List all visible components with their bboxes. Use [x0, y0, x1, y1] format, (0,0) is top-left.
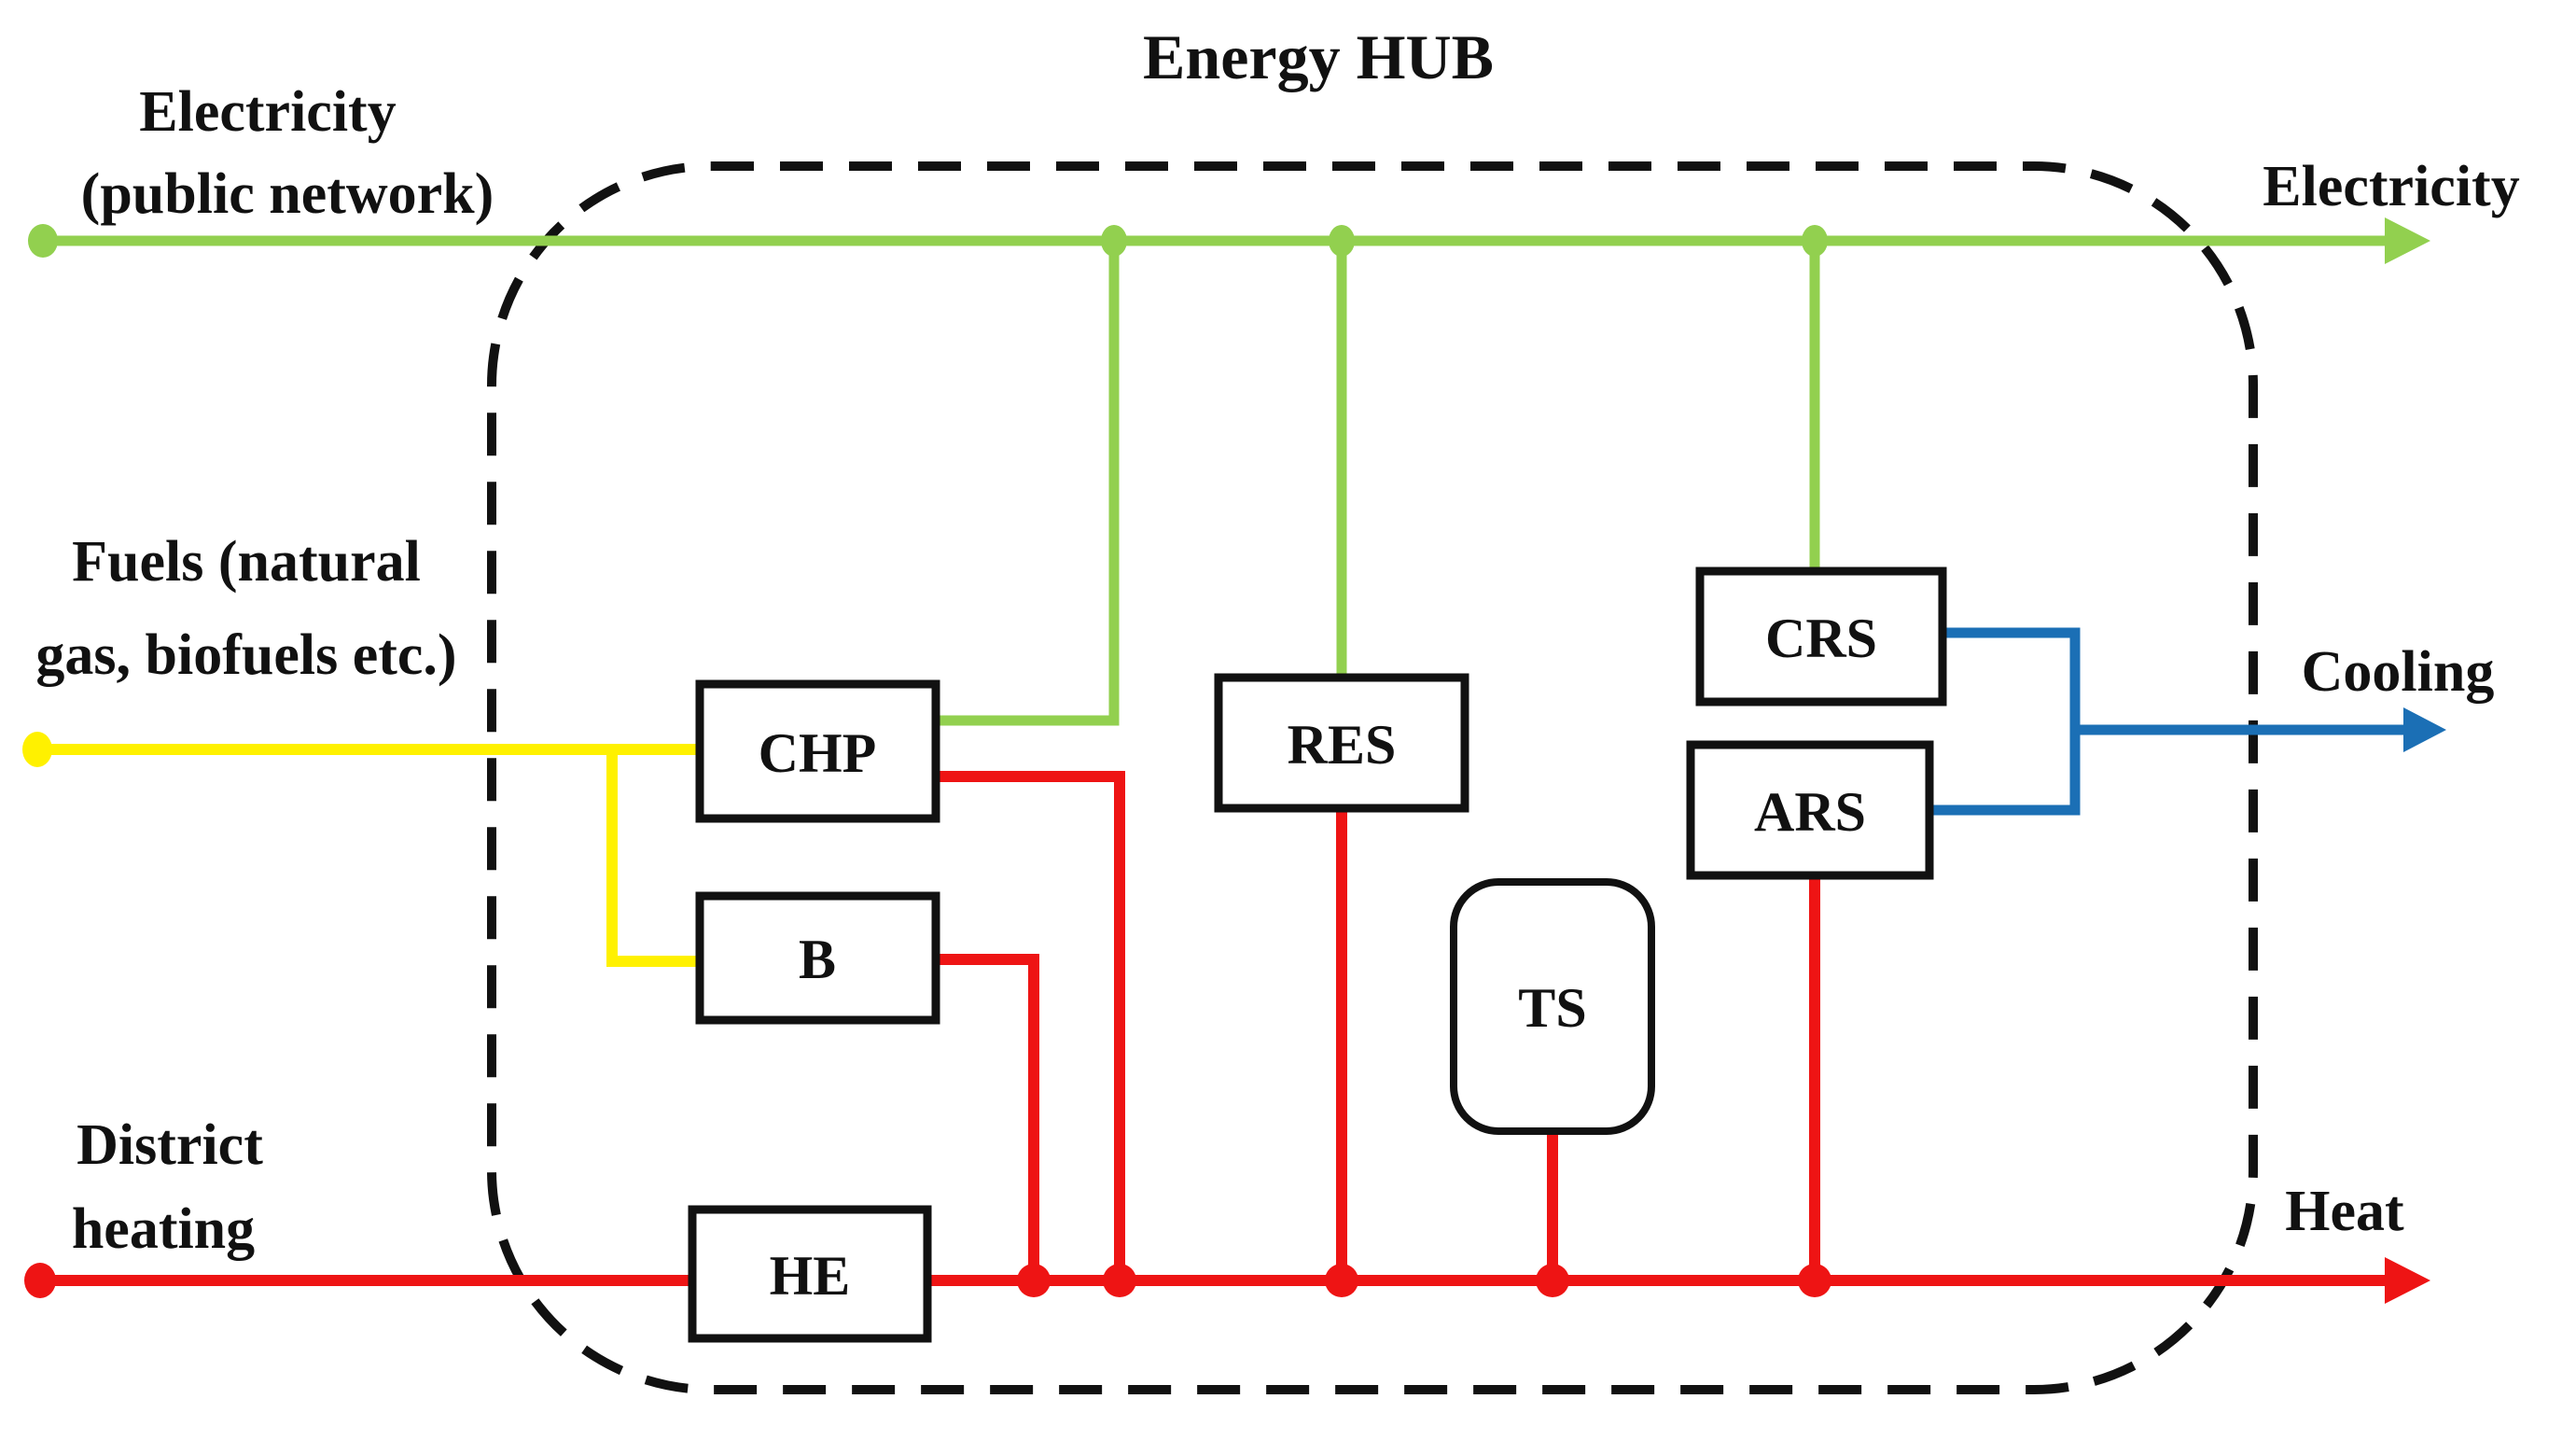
fuel-branch-to-boiler — [606, 749, 702, 967]
crs-label: CRS — [1765, 608, 1877, 669]
electricity-junction-dot — [1329, 225, 1355, 257]
input-fuels-label-line2: gas, biofuels etc.) — [35, 623, 456, 687]
figure-title: Energy HUB — [1143, 21, 1494, 92]
res-box — [1214, 673, 1469, 813]
heat-junction-dot — [1536, 1264, 1569, 1297]
heat-junction-dot — [1103, 1264, 1136, 1297]
input-fuels-label-line1: Fuels (natural — [72, 530, 421, 594]
heat-arrowhead — [2385, 1257, 2430, 1304]
fuel-network — [22, 732, 702, 967]
hub-boundary-dashed-border — [487, 161, 2258, 1394]
chp-label: CHP — [759, 722, 877, 784]
thermal-storage-label: TS — [1518, 977, 1586, 1039]
cooling-lines-crs-ars — [1933, 627, 2081, 816]
electricity-arrowhead — [2385, 217, 2430, 264]
heat-exchanger-box — [688, 1205, 932, 1343]
district-heating-source-dot — [24, 1263, 56, 1298]
cooling-network — [1933, 627, 2446, 816]
heat-junction-dot — [1017, 1264, 1051, 1297]
output-electricity-label: Electricity — [2263, 155, 2519, 218]
input-district-heating-label-line1: District — [77, 1113, 263, 1177]
converter-boxes — [688, 567, 1947, 1343]
electricity-network — [28, 217, 2430, 726]
boiler-box — [695, 891, 940, 1025]
heat-network — [24, 771, 2430, 1304]
heat-junction-dot — [1325, 1264, 1358, 1297]
electricity-junction-dot — [1101, 225, 1127, 257]
thermal-storage-box — [1450, 878, 1655, 1135]
heat-junction-dot — [1798, 1264, 1831, 1297]
chp-box — [695, 679, 940, 823]
input-electricity-label-line2: (public network) — [81, 162, 494, 226]
heat-exchanger-label: HE — [770, 1245, 851, 1307]
output-cooling-label: Cooling — [2302, 640, 2495, 704]
output-heat-label: Heat — [2285, 1180, 2404, 1243]
ars-box — [1686, 740, 1934, 880]
electricity-branch-to-chp — [940, 241, 1120, 726]
input-district-heating-label-line2: heating — [72, 1197, 255, 1261]
electricity-source-dot — [28, 224, 58, 258]
input-electricity-label-line1: Electricity — [139, 80, 396, 144]
cooling-arrowhead — [2403, 707, 2446, 752]
res-label: RES — [1288, 714, 1397, 776]
boiler-label: B — [799, 929, 836, 990]
heat-line-chp-to-bus — [940, 771, 1125, 1280]
heat-line-boiler-to-bus — [940, 954, 1039, 1280]
ars-label: ARS — [1754, 781, 1866, 843]
fuel-source-dot — [22, 732, 52, 767]
electricity-junction-dot — [1802, 225, 1828, 257]
crs-box — [1695, 567, 1947, 707]
